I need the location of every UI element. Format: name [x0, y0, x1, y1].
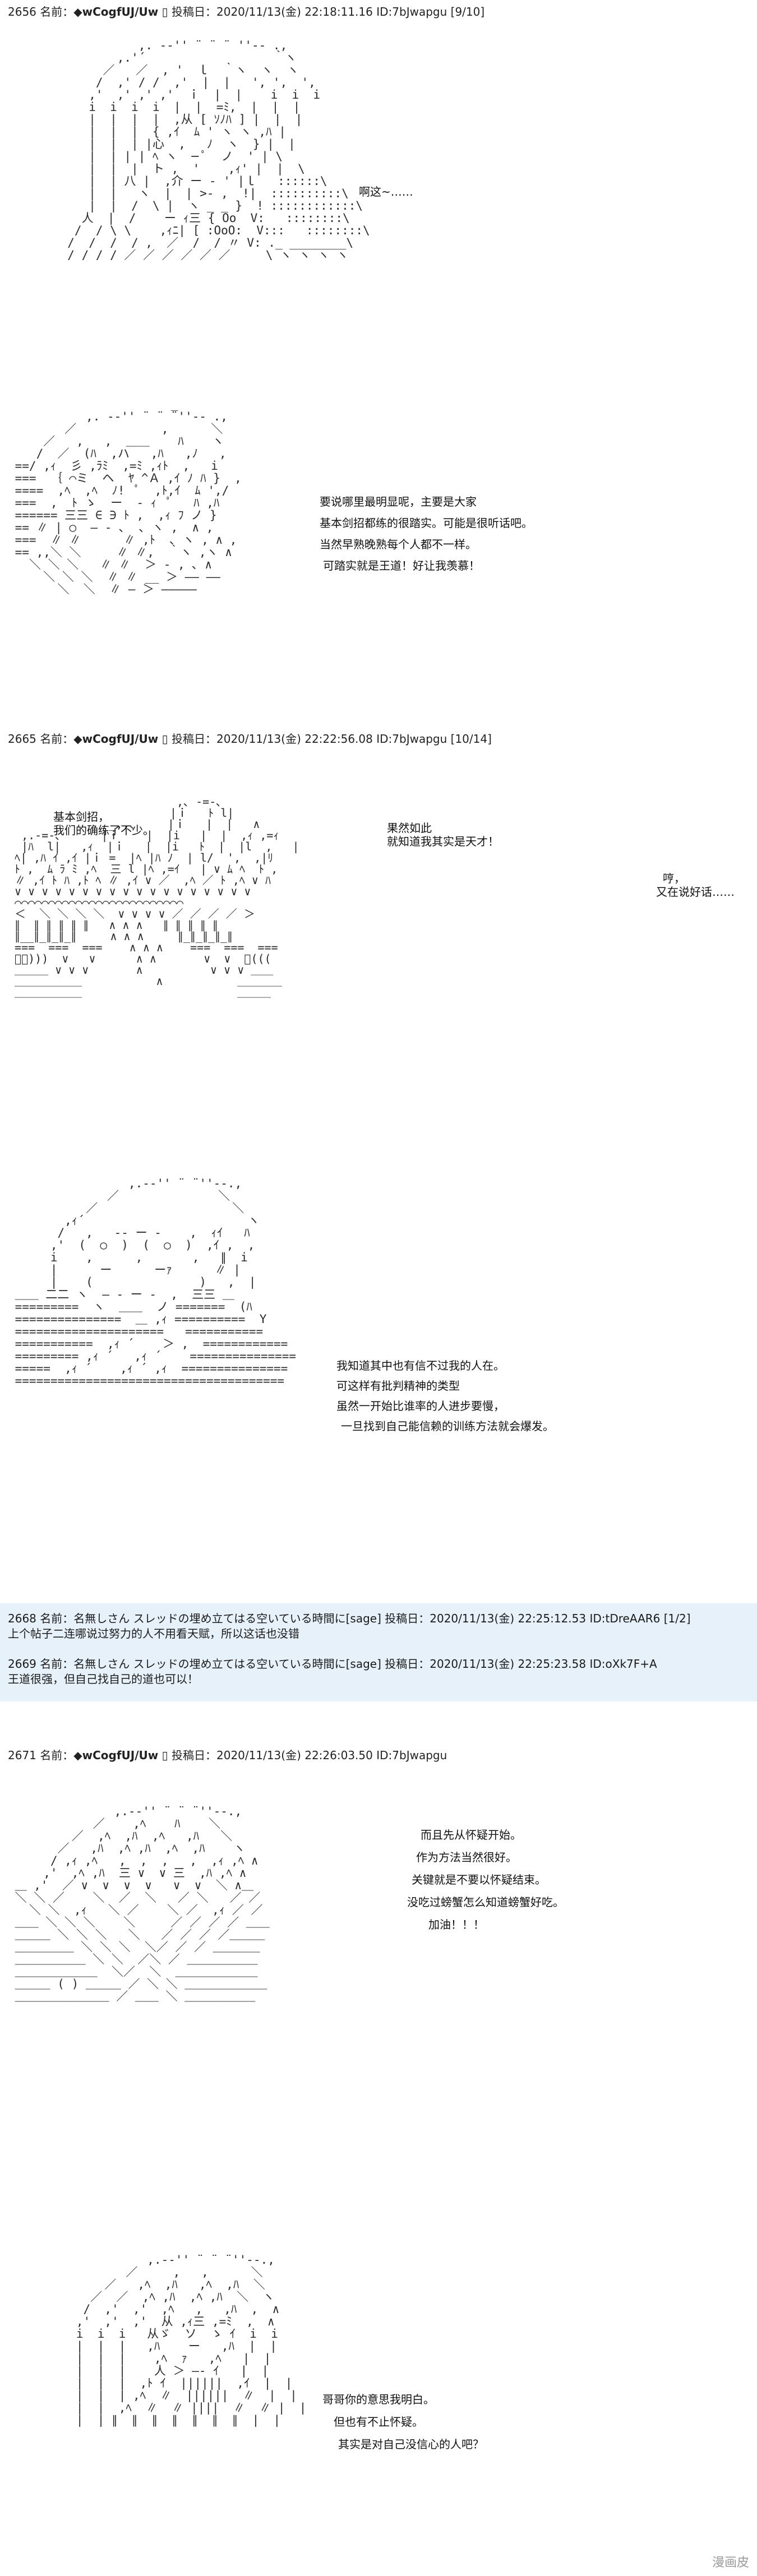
dialogue-line: 作为方法当然很好。 — [416, 1851, 517, 1864]
poster-trip[interactable]: ◆wCogfUJ/Uw — [73, 1749, 159, 1762]
dialogue-line: 又在说好话…… — [656, 885, 735, 899]
poster-id[interactable]: ID:7bJwapgu — [376, 5, 447, 19]
dialogue-line: 哼， — [663, 872, 685, 885]
post-datetime: 2020/11/13(金) 22:18:11.16 — [216, 5, 373, 19]
dialogue-line: 可这样有批判精神的类型 — [336, 1379, 460, 1393]
post-datetime: 2020/11/13(金) 22:26:03.50 — [216, 1749, 373, 1762]
ascii-art-3: ,､ -=-､ |ｉ ﾄ l| _,.、 |ｉ | | ∧ ,.-=-､ |ｉ … — [8, 795, 299, 999]
ascii-art-2: _ ,. -‐'' ¨ ¨ ¨''‐- ., ／ , ＼ ／ , , ＿＿ ﾊ … — [15, 397, 242, 596]
flag-icon: ▯ — [161, 5, 168, 19]
dialogue-line: 就知道我其实是天才！ — [387, 835, 499, 848]
dialogue-line: 要说哪里最明显呢，主要是大家 — [320, 495, 477, 508]
post-header-2671: 2671 名前：◆wCogfUJ/Uw ▯ 投稿日：2020/11/13(金) … — [8, 1748, 447, 1763]
dialogue-3b: 果然如此 就知道我其实是天才！ — [387, 821, 499, 848]
dialogue-line: 而且先从怀疑开始。 — [421, 1828, 521, 1842]
dialogue-line: 啊这~…… — [359, 185, 413, 198]
dialogue-2: 要说哪里最明显呢，主要是大家 基本剑招都练的很踏实。可能是很听话吧。 当然早熟晚… — [320, 491, 533, 576]
dialogue-line: 基本剑招， — [53, 810, 109, 824]
name-label: 名前： — [40, 5, 74, 19]
post-page: [10/14] — [450, 732, 492, 746]
ascii-art-4: ,.-‐'' ¨ ¨''‐-., ／ ＼ ／ ＼ ,ｨ´ ヽ / , -‐ ー … — [15, 1177, 297, 1388]
poster-trip[interactable]: ◆wCogfUJ/Uw — [73, 732, 159, 746]
dialogue-4: 我知道其中也有信不过我的人在。 可这样有批判精神的类型 虽然一开始比谁率的人进步… — [336, 1356, 554, 1436]
dialogue-5: 而且先从怀疑开始。 作为方法当然很好。 关键就是不要以怀疑结束。 没吃过螃蟹怎么… — [376, 1824, 564, 1936]
reply-2668-header: 2668 名前：名無しさん スレッドの埋め立てはる空いている時間に[sage] … — [8, 1612, 691, 1625]
date-label: 投稿日： — [172, 1749, 216, 1762]
dialogue-line: 没吃过螃蟹怎么知道螃蟹好吃。 — [407, 1895, 564, 1909]
ascii-art-6: ,.-‐'' ¨ ¨ ¨''‐-., ／ , , ＼ ／ ,ﾍ ,ﾊ ,ﾍ ,ﾊ… — [76, 2253, 307, 2427]
dialogue-line: 虽然一开始比谁率的人进步要慢， — [336, 1399, 505, 1413]
reply-2669-text: 王道很强，但自己找自己的道也可以！ — [8, 1672, 199, 1686]
ascii-art-5: ,.-‐'' ¨ ¨ ¨''‐-., ／ ,ﾍ ﾊ ＼ ／ ,ﾍ ,ﾊ ,ﾍ ,… — [15, 1805, 270, 2003]
reply-2668-text: 上个帖子二连哪说过努力的人不用看天赋，所以这话也没错 — [8, 1627, 299, 1640]
dialogue-line: 一旦找到自己能信赖的训练方法就会爆发。 — [341, 1419, 554, 1433]
dialogue-line: 但也有不止怀疑。 — [334, 2415, 423, 2429]
date-label: 投稿日： — [172, 5, 216, 19]
post-header-2656: 2656 名前：◆wCogfUJ/Uw ▯ 投稿日：2020/11/13(金) … — [8, 4, 484, 19]
reply-band — [0, 1603, 757, 1701]
ascii-art-1: ,. -‐'' ¨ ¨ ¨ ''‐- ., ,.'´ ｀ヽ ／ ／ , ' ｌ … — [67, 39, 370, 262]
post-page: [9/10] — [450, 5, 485, 19]
site-watermark: 漫画皮 — [712, 2556, 749, 2570]
poster-id[interactable]: ID:7bJwapgu — [376, 732, 447, 746]
poster-id[interactable]: ID:7bJwapgu — [376, 1749, 447, 1762]
date-label: 投稿日： — [172, 732, 216, 746]
dialogue-line: 关键就是不要以怀疑结束。 — [412, 1873, 546, 1886]
name-label: 名前： — [40, 1749, 74, 1762]
dialogue-6: 哥哥你的意思我明白。 但也有不止怀疑。 其实是对自己没信心的人吧？ — [322, 2388, 484, 2455]
post-header-2665: 2665 名前：◆wCogfUJ/Uw ▯ 投稿日：2020/11/13(金) … — [8, 732, 492, 746]
dialogue-line: 哥哥你的意思我明白。 — [322, 2393, 435, 2406]
dialogue-3a: 基本剑招， 我们的确练了不少。 — [53, 810, 154, 837]
dialogue-line: 当然早熟晚熟每个人都不一样。 — [320, 538, 477, 551]
poster-trip[interactable]: ◆wCogfUJ/Uw — [73, 5, 159, 19]
dialogue-line: 我知道其中也有信不过我的人在。 — [336, 1359, 505, 1372]
dialogue-line: 可踏实就是王道！好让我羡慕！ — [323, 559, 480, 572]
flag-icon: ▯ — [161, 732, 168, 746]
flag-icon: ▯ — [161, 1749, 168, 1762]
post-number: 2665 — [8, 732, 36, 746]
post-number: 2671 — [8, 1749, 36, 1762]
dialogue-line: 果然如此 — [387, 821, 432, 835]
dialogue-1: 啊这~…… — [359, 185, 413, 198]
dialogue-line: 基本剑招都练的很踏实。可能是很听话吧。 — [320, 516, 533, 530]
post-datetime: 2020/11/13(金) 22:22:56.08 — [216, 732, 373, 746]
dialogue-line: 加油！！！ — [428, 1918, 484, 1931]
reply-2669-header: 2669 名前：名無しさん スレッドの埋め立てはる空いている時間に[sage] … — [8, 1657, 657, 1671]
post-number: 2656 — [8, 5, 36, 19]
dialogue-3c: 哼， 又在说好话…… — [656, 872, 735, 899]
name-label: 名前： — [40, 732, 74, 746]
dialogue-line: 我们的确练了不少。 — [53, 824, 154, 837]
dialogue-line: 其实是对自己没信心的人吧？ — [338, 2438, 484, 2451]
